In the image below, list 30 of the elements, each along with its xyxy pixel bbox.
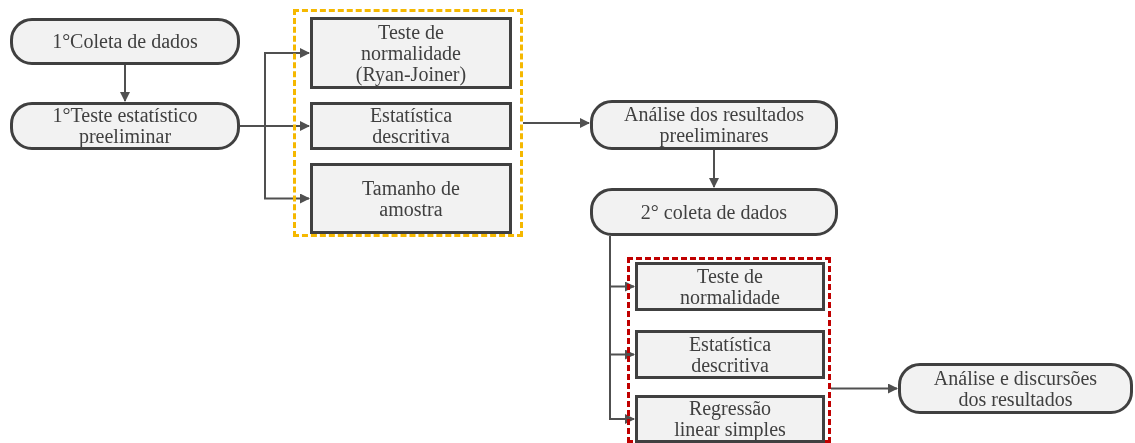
process-box xyxy=(310,17,512,89)
process-box xyxy=(310,102,512,150)
node-label: 1°Coleta de dados xyxy=(51,31,199,52)
rounded-process-box xyxy=(10,18,240,65)
arrow xyxy=(120,64,130,102)
arrow xyxy=(830,383,898,394)
node-label: Estatística descritiva xyxy=(368,105,454,147)
node-label: Regressão linear simples xyxy=(673,398,787,440)
node-label: 2° coleta de dados xyxy=(639,201,789,223)
rounded-process-box xyxy=(590,188,838,236)
node-label: Estatística descritiva xyxy=(687,333,773,376)
arrow xyxy=(709,149,719,188)
node-label: Análise e discursões dos resultados xyxy=(932,367,1099,410)
arrow xyxy=(609,235,635,424)
dashed-group-frame xyxy=(627,257,831,443)
node-label: Teste de normalidade (Ryan-Joiner) xyxy=(354,21,468,85)
process-box xyxy=(635,330,825,379)
rounded-process-box xyxy=(590,100,838,150)
process-box xyxy=(635,262,825,311)
arrow xyxy=(239,125,310,204)
dashed-group-frame xyxy=(293,9,523,237)
rounded-process-box xyxy=(898,363,1133,414)
node-label: Análise dos resultados preeliminares xyxy=(623,104,805,146)
arrow xyxy=(522,118,590,128)
node-label: Teste de normalidade xyxy=(679,265,781,308)
rounded-process-box xyxy=(10,102,240,150)
node-label: Tamanho de amostra xyxy=(361,177,461,220)
process-box xyxy=(310,163,512,234)
node-label: 1°Teste estatístico preeliminar xyxy=(51,105,199,147)
process-box xyxy=(635,395,825,443)
